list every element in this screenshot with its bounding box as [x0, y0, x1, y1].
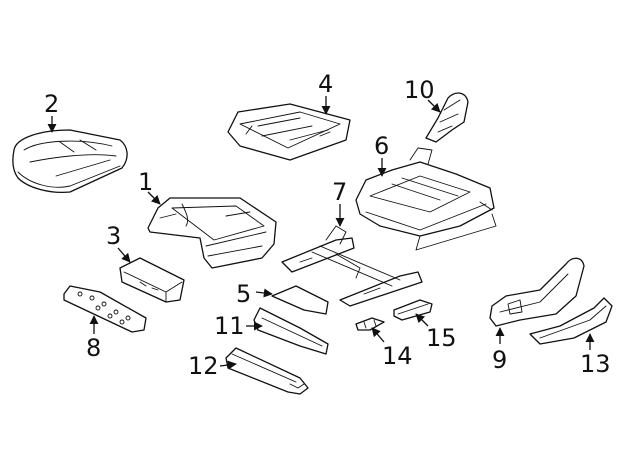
leader-3 — [117, 247, 131, 263]
callout-14: 14 — [382, 342, 413, 370]
leader-1 — [147, 191, 161, 205]
callout-2: 2 — [44, 90, 59, 118]
part-6-seat-frame — [355, 147, 497, 251]
part-8-perforated-plate — [63, 285, 147, 333]
callout-10: 10 — [404, 76, 435, 104]
part-12-rod-cover — [225, 347, 309, 395]
part-11-trim-strip — [253, 307, 329, 355]
part-4-seat-pan-cover — [227, 103, 351, 161]
callout-8: 8 — [86, 334, 101, 362]
part-3-foam-block — [119, 257, 185, 303]
leader-lines — [47, 96, 595, 370]
callout-12: 12 — [188, 352, 219, 380]
part-7-seat-track — [281, 225, 423, 307]
part-2-seat-cushion-pad — [12, 129, 128, 194]
leader-10 — [427, 99, 441, 113]
callout-4: 4 — [318, 70, 333, 98]
part-1-seat-frame-pan — [147, 197, 277, 269]
callout-9: 9 — [492, 346, 507, 374]
callout-6: 6 — [374, 132, 389, 160]
callout-13: 13 — [580, 350, 611, 378]
part-9-side-shield — [489, 257, 585, 327]
callout-3: 3 — [106, 222, 121, 250]
part-10-side-bracket — [425, 92, 469, 143]
part-14-clip — [355, 317, 385, 331]
callout-11: 11 — [214, 312, 245, 340]
callout-5: 5 — [236, 280, 251, 308]
callout-7: 7 — [332, 178, 347, 206]
part-15-guide-rail — [393, 299, 433, 321]
part-5-pad — [271, 285, 329, 315]
part-13-outer-trim — [529, 297, 613, 345]
leader-14 — [371, 327, 385, 343]
callout-15: 15 — [426, 324, 457, 352]
leader-12 — [219, 360, 237, 370]
callout-labels: 1 2 3 4 5 6 7 8 9 10 11 12 13 14 15 — [44, 70, 611, 380]
leader-5 — [255, 288, 273, 298]
callout-1: 1 — [138, 168, 153, 196]
leader-15 — [415, 313, 429, 327]
